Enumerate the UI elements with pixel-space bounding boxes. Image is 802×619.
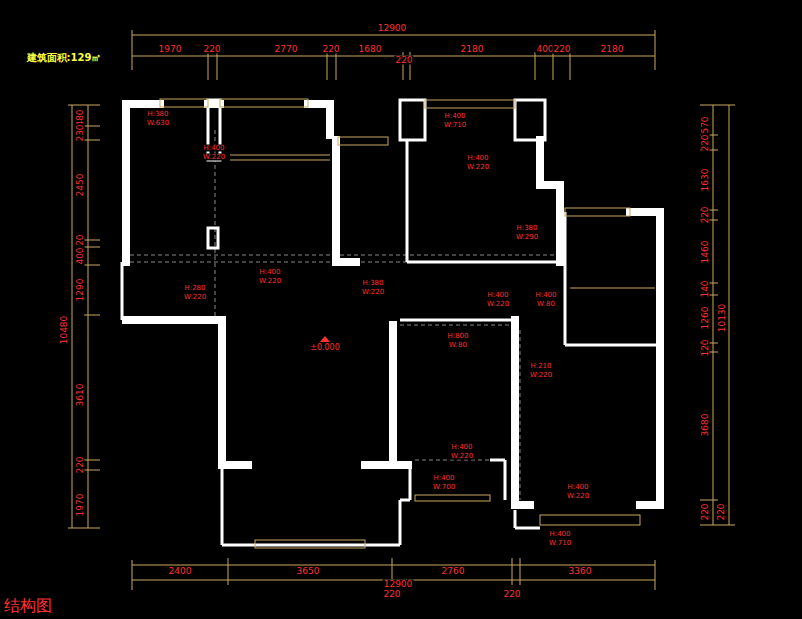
room-note: H:400	[433, 475, 456, 482]
dimension-text: 2450	[76, 173, 85, 198]
windows	[160, 99, 655, 548]
level-marker	[320, 336, 330, 342]
dimension-text: 230	[76, 123, 85, 142]
room-note: H:800	[447, 333, 470, 340]
room-note: W:80	[536, 301, 556, 308]
room-note: H:280	[184, 285, 207, 292]
dimension-text: 3680	[701, 413, 710, 438]
room-note: H:400	[487, 292, 510, 299]
room-note: H:400	[451, 444, 474, 451]
dimension-text: 1970	[158, 45, 183, 54]
dimension-text: 1290	[76, 278, 85, 303]
room-note: W:220	[361, 289, 385, 296]
dimension-text: 2760	[441, 567, 466, 576]
dimension-text: 220	[701, 502, 710, 521]
dimension-text: 10130	[718, 303, 727, 334]
dimension-text: 3610	[76, 383, 85, 408]
dimension-text: 1460	[701, 240, 710, 265]
dimension-text: 400	[76, 246, 85, 265]
dimension-text: 2180	[460, 45, 485, 54]
dimension-text: 220	[717, 502, 726, 521]
dimension-text: 220	[502, 590, 521, 599]
room-note: W:80	[448, 342, 468, 349]
dimension-text: 10480	[60, 315, 69, 346]
dimension-text: 220	[321, 45, 340, 54]
dimension-text: 12900	[377, 24, 408, 33]
drawing-caption: 结构图	[3, 598, 53, 614]
dimension-text: 1630	[701, 168, 710, 193]
dimension-text: 220	[701, 133, 710, 152]
room-note: W:220	[258, 278, 282, 285]
room-note: W:220	[450, 453, 474, 460]
beam-lines	[130, 130, 560, 500]
dimension-text: 570	[701, 115, 710, 134]
room-note: H:380	[516, 225, 539, 232]
dimension-text: 1970	[76, 493, 85, 518]
room-note: H:400	[467, 155, 490, 162]
dimension-text: 3650	[296, 567, 321, 576]
room-note: W:290	[515, 234, 539, 241]
dimension-text: 12900	[383, 580, 414, 589]
dimension-text: 1680	[358, 45, 383, 54]
room-note: W:220	[486, 301, 510, 308]
room-note: H:210	[530, 363, 553, 370]
dimension-text: 220	[202, 45, 221, 54]
room-note: H:400	[444, 113, 467, 120]
dimension-text: 140	[701, 279, 710, 298]
area-note: 建筑面积:129㎡	[26, 53, 103, 63]
dimension-text: 220	[701, 205, 710, 224]
room-note: W:710	[443, 122, 467, 129]
dimension-text: 2770	[274, 45, 299, 54]
thin-walls	[122, 100, 660, 545]
dimension-text: 2180	[600, 45, 625, 54]
room-note: H:400	[203, 145, 226, 152]
room-note: W:220	[466, 164, 490, 171]
room-note: W:710	[548, 540, 572, 547]
room-note: ±0.000	[309, 344, 341, 352]
room-note: H:380	[362, 280, 385, 287]
dimension-text: 3360	[568, 567, 593, 576]
walls	[126, 104, 660, 505]
room-note: H:400	[535, 292, 558, 299]
room-note: H:380	[147, 111, 170, 118]
dimension-lines	[68, 30, 735, 590]
room-note: W:700	[432, 484, 456, 491]
dimension-text: 2400	[168, 567, 193, 576]
room-note: W:220	[529, 372, 553, 379]
room-note: H:400	[549, 531, 572, 538]
room-note: W:630	[146, 120, 170, 127]
room-note: W:220	[566, 493, 590, 500]
dimension-text: 220	[382, 590, 401, 599]
room-note: H:400	[567, 484, 590, 491]
dimension-text: 220	[76, 455, 85, 474]
room-note: W:220	[202, 154, 226, 161]
room-note: H:400	[259, 269, 282, 276]
dimension-text: 120	[701, 338, 710, 357]
dimension-text: 220	[552, 45, 571, 54]
dimension-text: 220	[394, 56, 413, 65]
room-note: W:220	[183, 294, 207, 301]
dimension-text: 1260	[701, 306, 710, 331]
